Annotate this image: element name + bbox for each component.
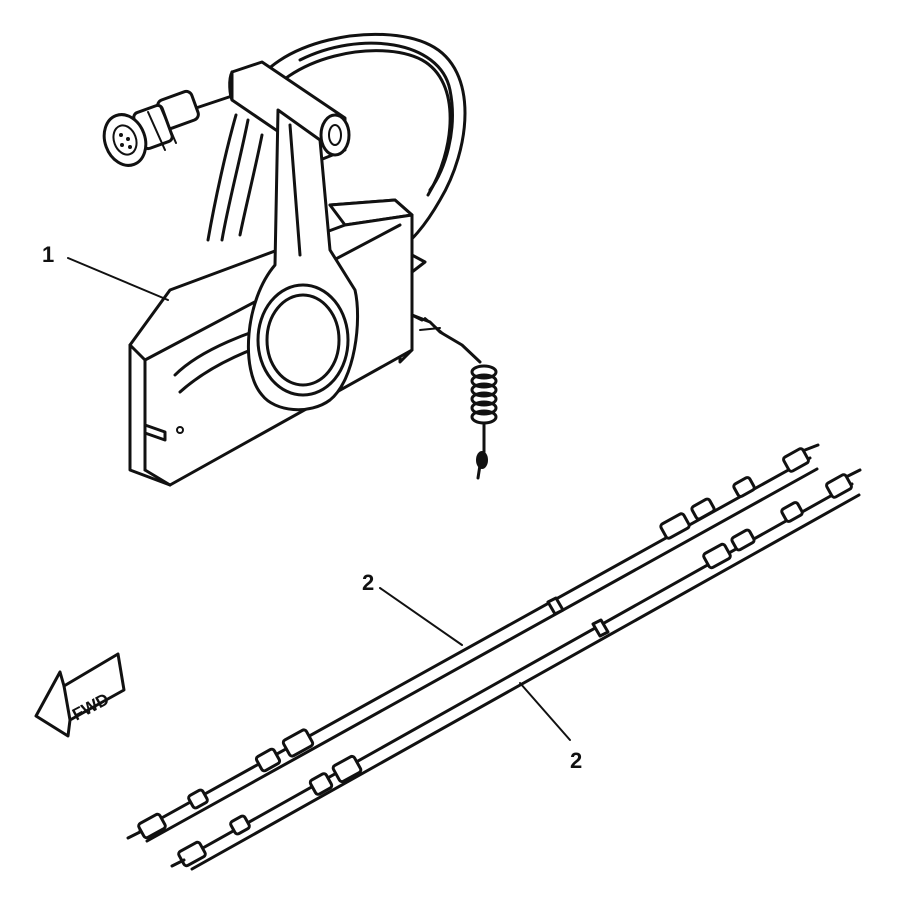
control-cable-upper (126, 443, 820, 843)
callout-1-label: 1 (42, 242, 54, 267)
control-cable-lower (170, 468, 862, 871)
lanyard-switch (410, 313, 498, 480)
wiring-connector (102, 89, 237, 167)
callout-2-lower-label: 2 (570, 748, 582, 773)
callout-1-leader (67, 257, 169, 301)
callout-2-upper-label: 2 (362, 570, 374, 595)
callout-2-upper-leader (379, 587, 463, 646)
fwd-direction-arrow: FWD (34, 652, 126, 738)
harness-cable-loop (206, 32, 467, 252)
callout-2-lower-leader (519, 682, 571, 741)
control-lever (228, 60, 360, 412)
